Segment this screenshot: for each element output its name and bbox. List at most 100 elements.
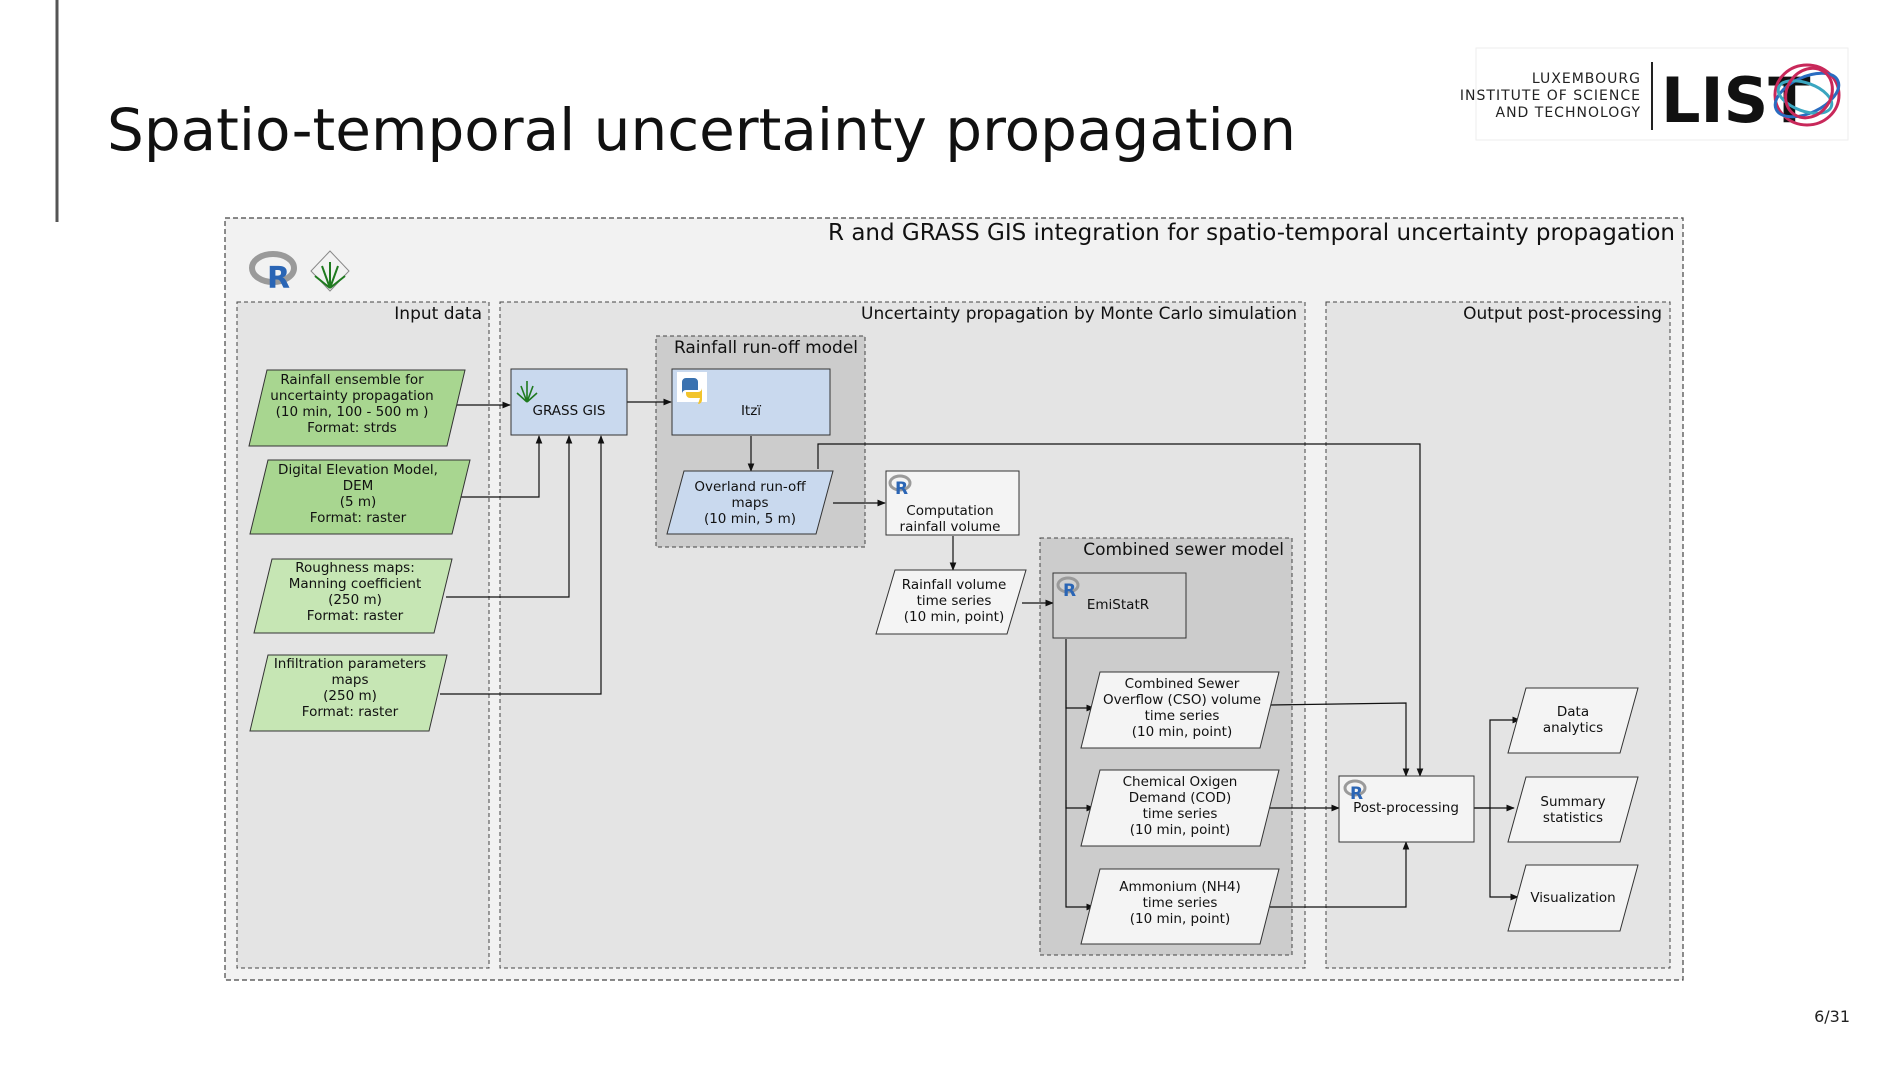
label-line: (10 min, point) — [1130, 911, 1230, 927]
post-processing-label: Post-processing — [1353, 800, 1459, 816]
r-logo-icon: R — [1343, 779, 1367, 804]
node-visualization: Visualization — [1507, 864, 1639, 932]
r-logo-icon: R — [888, 474, 912, 499]
grass-gis-label: GRASS GIS — [533, 403, 606, 419]
connectors — [440, 398, 1521, 911]
label-line: (250 m) — [323, 688, 377, 704]
label-line: rainfall volume — [900, 519, 1001, 535]
python-icon — [677, 372, 707, 404]
label-line: Manning coefficient — [289, 576, 422, 592]
emistatr-label: EmiStatR — [1087, 597, 1149, 613]
arrow-overland-to-post — [817, 443, 1424, 777]
logo-line-2: INSTITUTE OF SCIENCE — [1460, 88, 1641, 104]
grass-gis-icon — [310, 250, 350, 292]
label-line: Rainfall volume — [902, 577, 1007, 593]
label-line: (10 min, 100 - 500 m ) — [276, 404, 429, 420]
panel-output — [1325, 301, 1671, 969]
label-line: time series — [1143, 895, 1218, 911]
label-line: Roughness maps: — [295, 560, 415, 576]
arrow-nh4-to-post — [1270, 841, 1410, 908]
slide-title: Spatio-temporal uncertainty propagation — [107, 96, 1296, 164]
node-nh4: Ammonium (NH4)time series(10 min, point) — [1080, 868, 1280, 945]
page-number: 6/31 — [1814, 1007, 1850, 1026]
panel-uncertainty-label: Uncertainty propagation by Monte Carlo s… — [861, 304, 1297, 324]
node-post-processing: R Post-processing — [1338, 775, 1475, 843]
dem-label: Digital Elevation Model,DEM(5 m)Format: … — [278, 462, 438, 526]
label-line: Format: raster — [302, 704, 399, 720]
node-emistatr: R EmiStatR — [1052, 572, 1187, 639]
panel-sewer-label: Combined sewer model — [1083, 540, 1284, 560]
arrow-dem-to-grass — [452, 435, 543, 498]
r-logo-icon: R — [249, 251, 297, 296]
label-line: time series — [1143, 806, 1218, 822]
label-line: Computation — [906, 503, 993, 519]
label-line: Combined Sewer — [1125, 676, 1240, 692]
label-line: time series — [917, 593, 992, 609]
nh4-label: Ammonium (NH4)time series(10 min, point) — [1119, 879, 1240, 927]
svg-text:R: R — [1350, 784, 1363, 804]
list-logo: LUXEMBOURG INSTITUTE OF SCIENCE AND TECH… — [1460, 47, 1849, 141]
label-line: Post-processing — [1353, 800, 1459, 816]
label-line: DEM — [343, 478, 374, 494]
logo-line-1: LUXEMBOURG — [1532, 71, 1641, 87]
label-line: GRASS GIS — [533, 403, 606, 419]
label-line: time series — [1145, 708, 1220, 724]
panel-input-label: Input data — [394, 304, 482, 324]
arrow-infiltration-to-grass — [440, 435, 605, 695]
label-line: EmiStatR — [1087, 597, 1149, 613]
node-itzi: Itzï — [671, 368, 831, 436]
label-line: Format: raster — [307, 608, 404, 624]
logo-wordmark: LIST — [1661, 64, 1811, 137]
label-line: maps — [331, 672, 368, 688]
label-line: Demand (COD) — [1129, 790, 1232, 806]
label-line: analytics — [1543, 720, 1603, 736]
itzi-label: Itzï — [741, 403, 761, 419]
label-line: Overland run-off — [694, 479, 806, 495]
svg-text:R: R — [267, 261, 290, 296]
label-line: Summary — [1540, 794, 1605, 810]
panel-rainfall-label: Rainfall run-off model — [674, 338, 858, 358]
label-line: Infiltration parameters — [274, 656, 426, 672]
diagram-title: R and GRASS GIS integration for spatio-t… — [828, 220, 1675, 246]
arrow-roughness-to-grass — [446, 435, 573, 598]
label-line: Digital Elevation Model, — [278, 462, 438, 478]
label-line: (10 min, 5 m) — [704, 511, 796, 527]
arrow-cso-to-post — [1269, 702, 1410, 777]
svg-text:R: R — [1063, 581, 1076, 601]
roughness-label: Roughness maps:Manning coefficient(250 m… — [289, 560, 422, 624]
svg-text:R: R — [895, 479, 908, 499]
r-logo-icon: R — [1056, 576, 1080, 601]
label-line: (10 min, point) — [1130, 822, 1230, 838]
list-globe-icon — [1773, 63, 1841, 127]
label-line: maps — [731, 495, 768, 511]
node-dem: Digital Elevation Model,DEM(5 m)Format: … — [249, 459, 471, 535]
label-line: Format: strds — [307, 420, 397, 436]
label-line: Chemical Oxigen — [1123, 774, 1238, 790]
label-line: Ammonium (NH4) — [1119, 879, 1240, 895]
arrow-emistatr-to-nh4 — [1065, 800, 1095, 911]
arrow-post-to-visualization — [1489, 808, 1519, 901]
label-line: uncertainty propagation — [270, 388, 433, 404]
label-line: (5 m) — [340, 494, 377, 510]
label-line: Itzï — [741, 403, 761, 419]
label-line: (10 min, point) — [1132, 724, 1232, 740]
node-roughness: Roughness maps:Manning coefficient(250 m… — [253, 558, 453, 634]
grass-gis-icon — [516, 381, 538, 403]
label-line: Format: raster — [310, 510, 407, 526]
